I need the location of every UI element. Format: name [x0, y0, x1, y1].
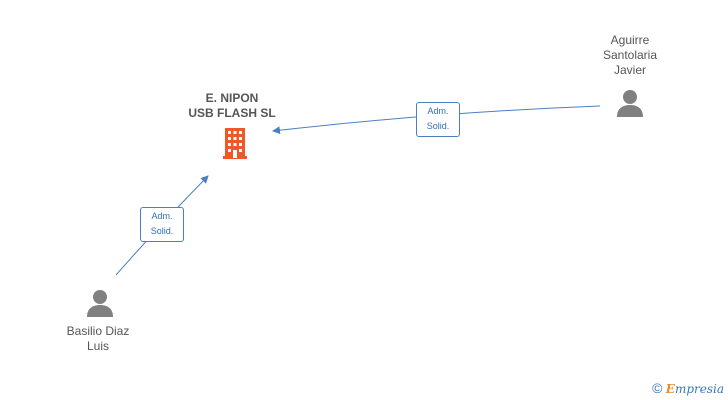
building-icon[interactable] [220, 126, 250, 160]
person-name-aguirre[interactable]: Aguirre Santolaria Javier [580, 33, 680, 78]
brand-logo-e: E [665, 382, 675, 396]
person-name-line2: Santolaria [602, 48, 658, 62]
edge-label-line2: Solid. [150, 226, 174, 236]
brand-logo-text: mpresia [674, 382, 724, 396]
edge-label-line1: Adm. [427, 106, 449, 116]
company-name[interactable]: E. NIPON USB FLASH SL [172, 91, 292, 121]
company-name-line2: USB FLASH SL [188, 106, 276, 120]
person-icon[interactable] [85, 288, 115, 318]
copyright-icon: © [652, 380, 663, 396]
person-icon[interactable] [615, 88, 645, 118]
edge-label-basilio[interactable]: Adm. Solid. [140, 207, 184, 242]
person-name-line3: Javier [613, 63, 646, 77]
person-name-line1: Basilio Diaz [66, 324, 130, 338]
edge-label-aguirre[interactable]: Adm. Solid. [416, 102, 460, 137]
empresia-watermark: © Empresia [652, 380, 724, 396]
person-name-line2: Luis [86, 339, 109, 353]
person-name-basilio[interactable]: Basilio Diaz Luis [48, 324, 148, 354]
company-name-line1: E. NIPON [205, 91, 259, 105]
person-name-line1: Aguirre [610, 33, 650, 47]
edge-label-line1: Adm. [151, 211, 173, 221]
edge-label-line2: Solid. [426, 121, 450, 131]
